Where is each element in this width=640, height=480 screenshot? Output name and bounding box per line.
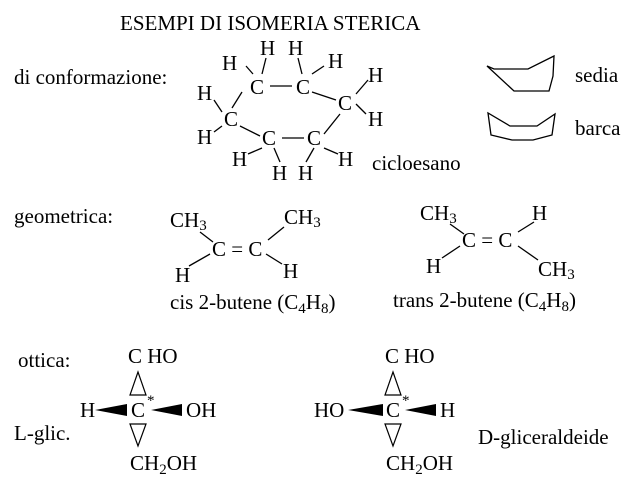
page-title: ESEMPI DI ISOMERIA STERICA [120, 11, 421, 35]
cis-caption-suffix: ) [328, 290, 335, 314]
d-right-h: H [440, 398, 455, 422]
geometric-label: geometrica: [14, 204, 113, 228]
cyclohexane-hydrogen: H [368, 107, 383, 131]
cyclohexane-hydrogen: H [197, 81, 212, 105]
trans-ch3-top: CH3 [420, 201, 457, 227]
trans-caption-prefix: trans 2-butene (C [393, 288, 539, 312]
chair-label: sedia [575, 63, 619, 87]
d-glyceraldehyde-structure: C HO HO C * H CH2OH [314, 344, 455, 478]
cis-double-bond: C = C [212, 237, 262, 261]
d-wedge-right [405, 404, 436, 416]
cyclohexane-carbon: C [250, 75, 264, 99]
d-wedge-left [348, 404, 383, 416]
l-top-cho: C HO [128, 344, 178, 368]
cis-caption-sub2: 8 [321, 301, 329, 317]
l-stereo-star: * [147, 393, 155, 409]
l-wedge-right [151, 404, 182, 416]
cyclohexane-hydrogen: H [260, 36, 275, 60]
l-glyceraldehyde-structure: C HO H C * OH CH2OH [80, 344, 216, 478]
cis-ch3-left-subscript: 3 [199, 218, 207, 234]
cyclohexane-carbon: C [262, 126, 276, 150]
boat-conformation-shape [487, 111, 556, 141]
cis-bonds [188, 226, 285, 267]
trans-caption-suffix: ) [569, 288, 576, 312]
d-bottom-suffix: OH [423, 451, 453, 475]
cyclohexane-carbon: C [224, 107, 238, 131]
d-bottom-sub: 2 [415, 462, 423, 478]
cis-hydrogen-left: H [175, 263, 190, 287]
cyclohexane-hydrogen: H [272, 161, 287, 185]
trans-ch3-top-subscript: 3 [449, 211, 457, 227]
trans-caption-sub2: 8 [561, 299, 569, 315]
boat-label: barca [575, 116, 621, 140]
cis-ch3-right-subscript: 3 [313, 215, 321, 231]
cyclohexane-hydrogen: H [288, 36, 303, 60]
trans-2-butene: CH3 H C = C H CH3 trans 2-butene (C4H8) [393, 201, 576, 315]
d-bottom-prefix: CH [386, 451, 415, 475]
cyclohexane-carbon: C [296, 75, 310, 99]
cyclohexane-hydrogen: H [368, 63, 383, 87]
optical-label: ottica: [18, 348, 70, 372]
l-wedge-left [95, 404, 127, 416]
l-bottom-sub: 2 [159, 462, 167, 478]
d-bottom-ch2oh: CH2OH [386, 451, 453, 478]
l-bottom-ch2oh: CH2OH [130, 451, 197, 478]
cis-2-butene: CH3 CH3 C = C H H cis 2-butene (C4H8) [170, 205, 335, 317]
cyclohexane-carbon: C [307, 126, 321, 150]
cis-ch3-right: CH3 [284, 205, 321, 231]
trans-bonds [441, 221, 539, 261]
d-glyceraldehyde-label: D-gliceraldeide [478, 425, 609, 449]
ring-bonds [213, 57, 369, 163]
cyclohexane-structure: C C C C C C H H [197, 36, 383, 185]
cis-hydrogen-right: H [283, 259, 298, 283]
trans-caption: trans 2-butene (C4H8) [393, 288, 576, 315]
l-wedge-up [129, 370, 147, 396]
chair-conformation-shape [486, 54, 555, 92]
d-top-cho: C HO [385, 344, 435, 368]
cis-caption-prefix: cis 2-butene (C [170, 290, 298, 314]
l-center-carbon: C [131, 398, 145, 422]
cis-ch3-right-text: CH [284, 205, 313, 229]
d-stereo-star: * [402, 393, 410, 409]
d-wedge-up [384, 370, 402, 396]
d-left-ho: HO [314, 398, 344, 422]
trans-caption-sub1: 4 [539, 299, 547, 315]
conformation-label: di conformazione: [14, 65, 167, 89]
l-left-h: H [80, 398, 95, 422]
cyclohexane-hydrogen: H [222, 51, 237, 75]
cyclohexane-hydrogen: H [232, 147, 247, 171]
trans-ch3-bottom: CH3 [538, 257, 575, 283]
trans-hydrogen-bottom: H [426, 254, 441, 278]
trans-hydrogen-top: H [532, 201, 547, 225]
trans-caption-mid: H [546, 288, 561, 312]
cyclohexane-hydrogen: H [197, 125, 212, 149]
l-bottom-prefix: CH [130, 451, 159, 475]
l-right-oh: OH [186, 398, 216, 422]
l-bottom-suffix: OH [167, 451, 197, 475]
cis-caption-sub1: 4 [298, 301, 306, 317]
cyclohexane-hydrogen: H [338, 147, 353, 171]
cis-ch3-left-text: CH [170, 208, 199, 232]
trans-double-bond: C = C [462, 228, 512, 252]
d-wedge-down [384, 423, 402, 448]
cyclohexane-name: cicloesano [372, 151, 461, 175]
cyclohexane-carbon: C [338, 91, 352, 115]
trans-ch3-bottom-subscript: 3 [567, 267, 575, 283]
l-glyceraldehyde-label: L-glic. [14, 421, 71, 445]
cis-caption-mid: H [306, 290, 321, 314]
cyclohexane-hydrogen: H [298, 161, 313, 185]
cyclohexane-hydrogen: H [328, 49, 343, 73]
trans-ch3-top-text: CH [420, 201, 449, 225]
cis-ch3-left: CH3 [170, 208, 207, 234]
trans-ch3-bottom-text: CH [538, 257, 567, 281]
d-center-carbon: C [386, 398, 400, 422]
l-wedge-down [129, 423, 147, 448]
cis-caption: cis 2-butene (C4H8) [170, 290, 335, 317]
